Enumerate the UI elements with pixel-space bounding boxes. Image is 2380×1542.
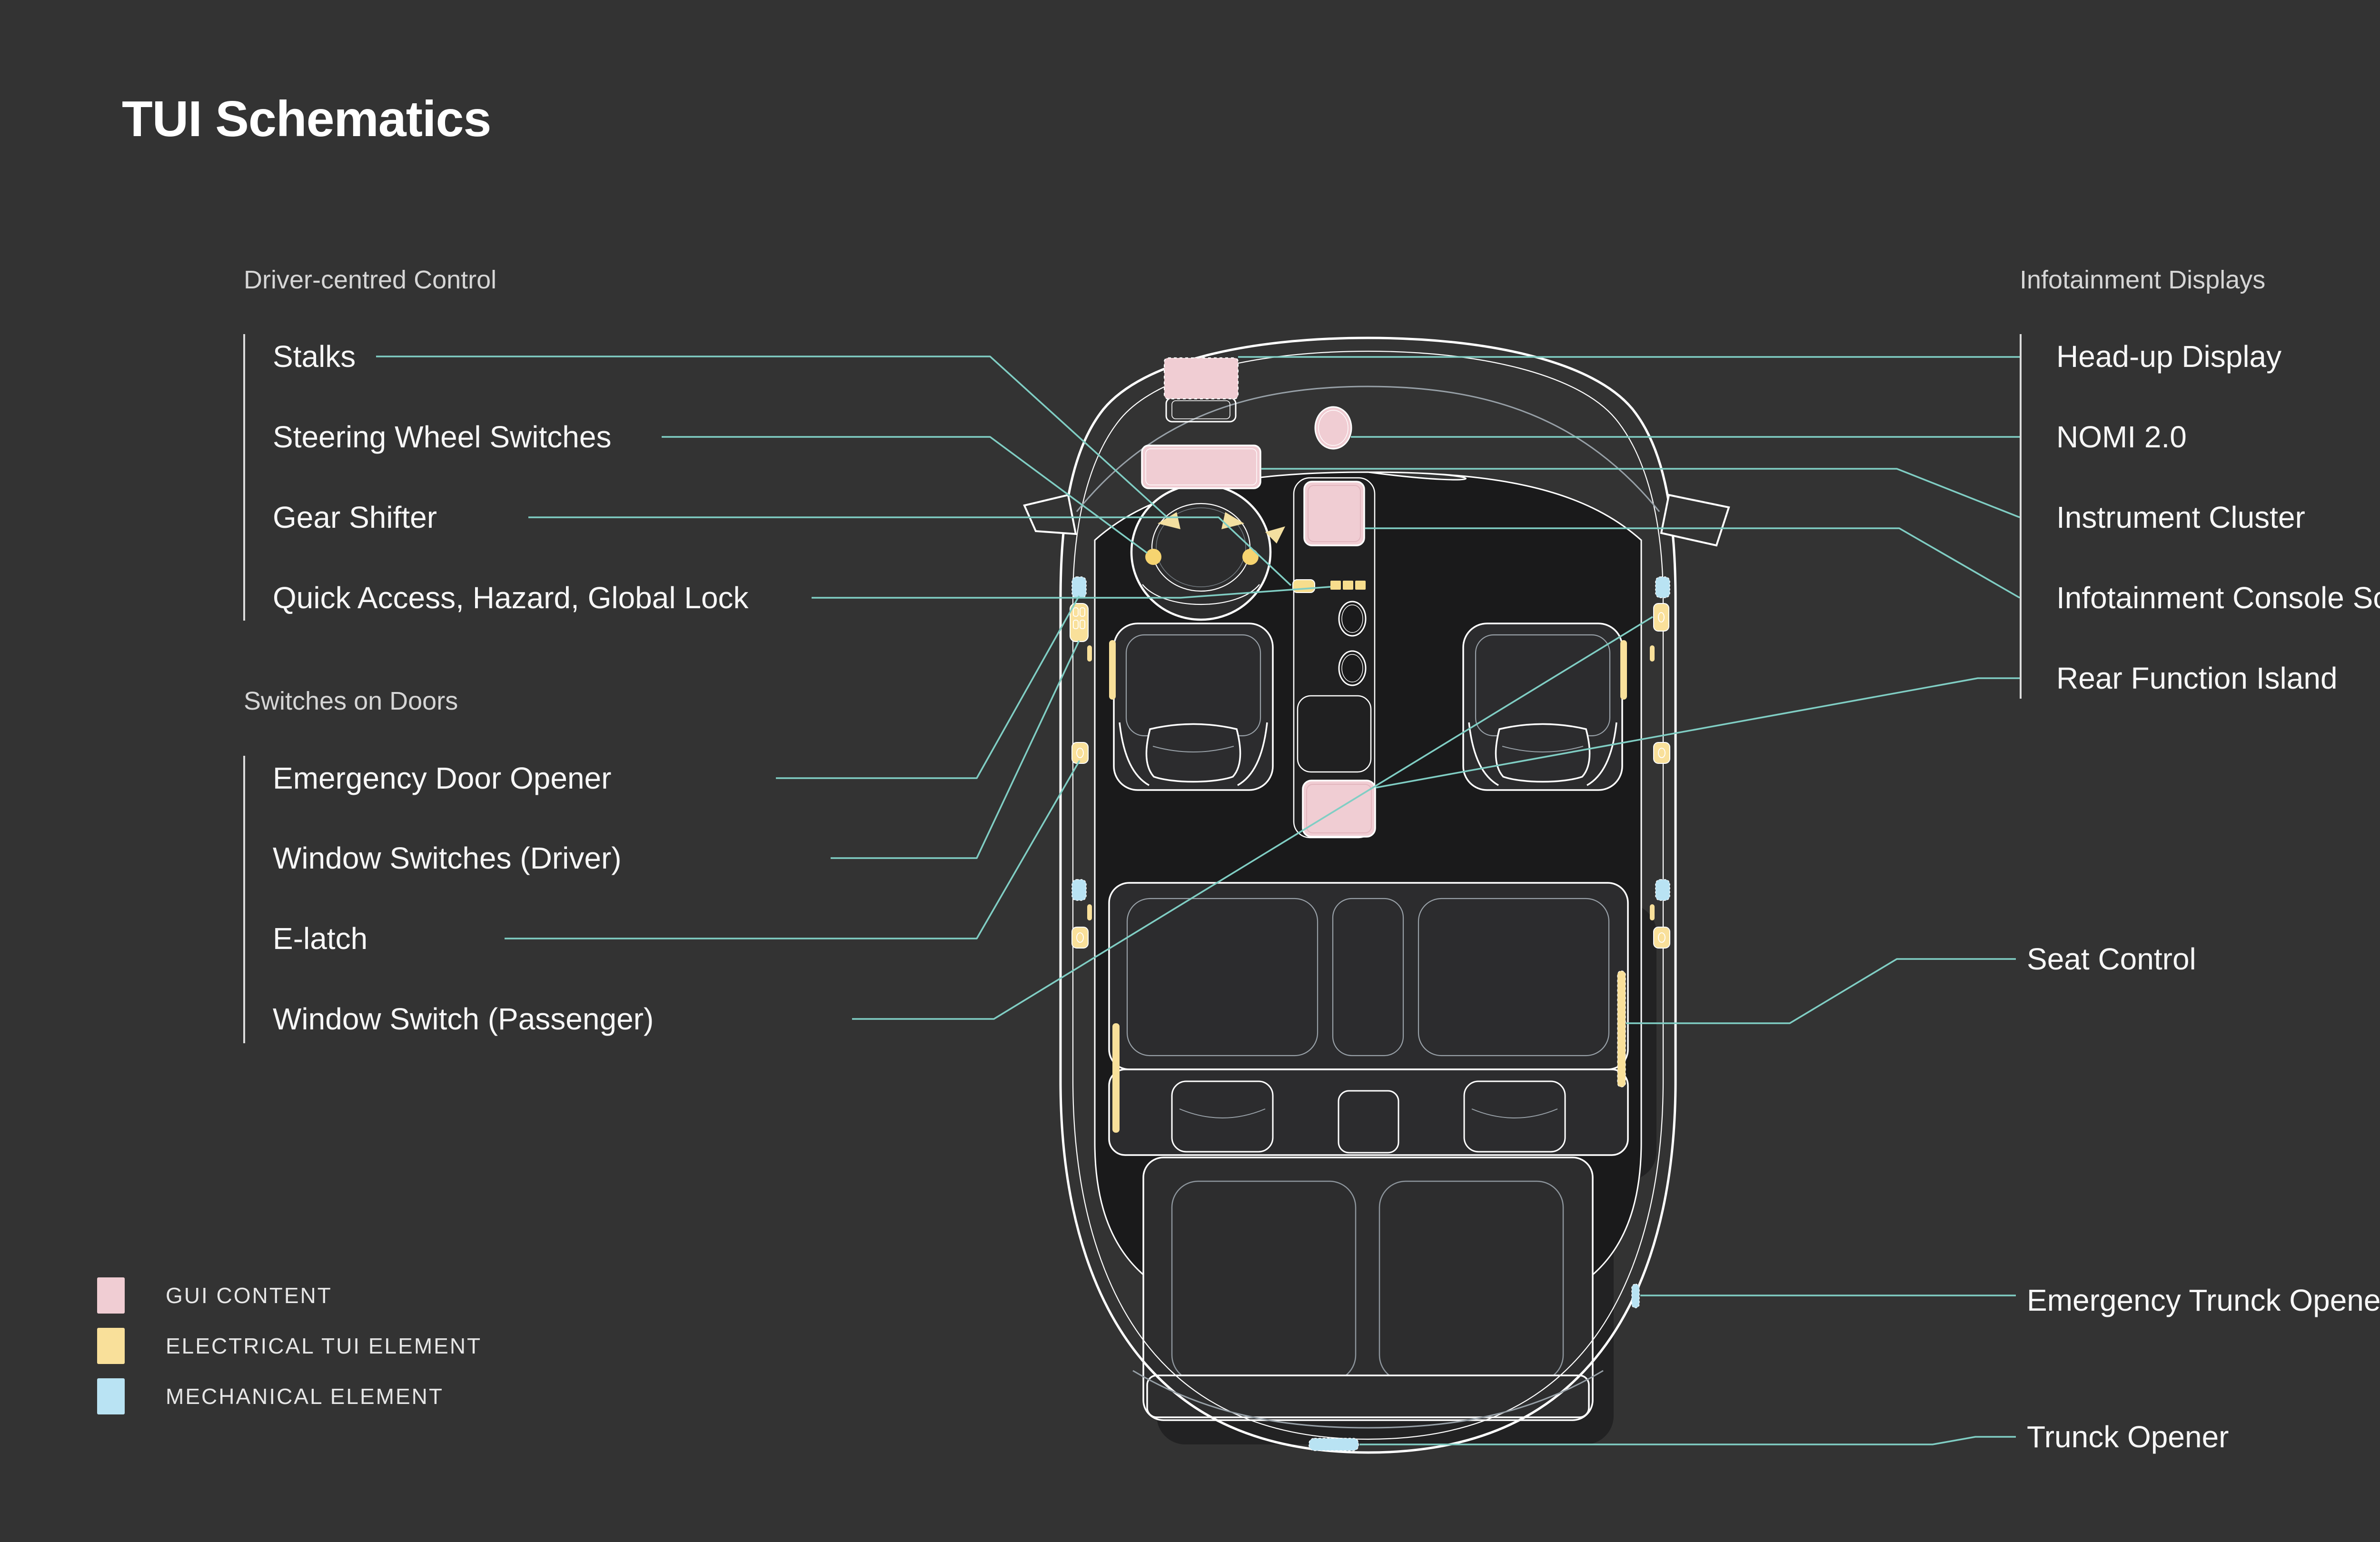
e-latch-handle-rear-left: [1071, 927, 1089, 949]
connector-lines: [376, 356, 2020, 1445]
door-switch-bar-front-right: [1650, 645, 1655, 662]
label-steering-wheel-switches: Steering Wheel Switches: [273, 420, 612, 454]
page-title: TUI Schematics: [122, 91, 491, 147]
connector-trunk-opener: [1359, 1436, 2016, 1445]
legend-swatch-mechanical: [97, 1378, 125, 1414]
group-bar-infotainment: [2020, 334, 2022, 699]
label-window-switches-driver: Window Switches (Driver): [273, 841, 622, 875]
window-switches-driver: [1070, 603, 1089, 642]
rear-bench-side-strip: [1112, 1023, 1120, 1133]
emergency-door-opener-rear-right: [1655, 879, 1670, 901]
side-mirror-right-icon: [1660, 494, 1730, 547]
label-quick-access: Quick Access, Hazard, Global Lock: [273, 581, 749, 615]
connector-seat-control: [1626, 958, 2016, 1024]
label-nomi: NOMI 2.0: [2056, 420, 2187, 454]
instrument-cluster: [1141, 445, 1261, 489]
legend-label-gui-content: GUI CONTENT: [166, 1283, 332, 1308]
head-up-display: [1163, 357, 1239, 423]
section-header-switches-on-doors: Switches on Doors: [244, 687, 458, 715]
door-elements-right: [1650, 576, 1670, 949]
car-body-outline: [1059, 336, 1677, 1454]
quick-access-buttons: [1330, 581, 1366, 590]
door-switch-bar-rear-left: [1087, 904, 1092, 920]
e-latch-handle-front-right: [1653, 742, 1670, 764]
door-switch-bar-front-left: [1087, 645, 1092, 662]
label-stalks: Stalks: [273, 339, 356, 374]
wheel-switch-dot-right: [1242, 549, 1259, 565]
label-seat-control: Seat Control: [2027, 942, 2196, 976]
wheel-switch-dot-left: [1145, 549, 1161, 565]
label-infotainment-console-screen: Infotainment Console Screen: [2056, 581, 2380, 615]
section-header-driver-centred-control: Driver-centred Control: [244, 266, 497, 294]
connector-instrument-cluster: [1261, 468, 2020, 518]
door-elements-left: [1070, 576, 1092, 949]
legend-swatch-gui-content: [97, 1277, 125, 1314]
section-header-infotainment-displays: Infotainment Displays: [2020, 266, 2266, 294]
label-e-latch: E-latch: [273, 921, 368, 956]
label-head-up-display: Head-up Display: [2056, 339, 2282, 374]
emergency-trunk-opener: [1631, 1284, 1640, 1308]
trunk-mat: [1142, 1156, 1594, 1421]
door-switch-bar-rear-right: [1650, 904, 1655, 920]
legend-swatch-electrical: [97, 1328, 125, 1364]
label-gear-shifter: Gear Shifter: [273, 500, 437, 534]
connector-emergency-door-opener: [776, 595, 1080, 779]
connector-window-switches-driver: [831, 640, 1080, 859]
connector-stalks: [376, 356, 1167, 517]
passenger-seat: [1462, 623, 1627, 791]
connector-steering-wheel-switches: [662, 436, 1148, 554]
label-rear-function-island: Rear Function Island: [2056, 661, 2338, 695]
nomi-orb: [1314, 406, 1352, 450]
car-body-inner-line: [1072, 350, 1664, 1440]
cup-holders: [1338, 601, 1367, 686]
emergency-door-opener-front-left: [1071, 576, 1087, 598]
driver-seat: [1109, 623, 1274, 791]
window-switch-passenger: [1653, 603, 1669, 632]
connector-e-latch: [505, 760, 1081, 939]
steering-wheel: [1130, 483, 1285, 621]
windshield-line: [1076, 386, 1660, 512]
group-bar-doors: [243, 756, 245, 1043]
label-window-switch-passenger: Window Switch (Passenger): [273, 1002, 654, 1036]
side-mirror-left-icon: [1023, 494, 1077, 535]
connector-gear-shifter: [528, 516, 1292, 586]
label-instrument-cluster: Instrument Cluster: [2056, 500, 2305, 534]
legend-label-electrical: ELECTRICAL TUI ELEMENT: [166, 1334, 482, 1358]
group-bar-driver: [243, 334, 245, 621]
connector-infotainment-console-screen: [1365, 527, 2020, 599]
legend-label-mechanical: MECHANICAL ELEMENT: [166, 1384, 444, 1409]
connector-rear-function-island: [1375, 677, 2020, 789]
rear-bench: [1108, 882, 1629, 1156]
e-latch-handle-rear-right: [1653, 927, 1670, 949]
e-latch-handle-front-left: [1071, 742, 1089, 764]
infotainment-console-screen: [1303, 481, 1365, 546]
gear-shifter: [1292, 579, 1315, 593]
driver-seat-side-switch: [1109, 640, 1116, 700]
seat-control-strip: [1617, 970, 1626, 1087]
stalk-wedge-outer: [1265, 526, 1285, 544]
connector-quick-access: [812, 586, 1331, 599]
label-trunk-opener: Trunck Opener: [2027, 1420, 2229, 1454]
rear-window-line: [1132, 1370, 1604, 1429]
emergency-door-opener-front-right: [1655, 576, 1670, 598]
passenger-seat-side-switch: [1620, 640, 1627, 700]
center-console: [1292, 477, 1376, 839]
emergency-door-opener-rear-left: [1071, 879, 1087, 901]
trunk-opener: [1309, 1438, 1359, 1451]
connector-window-switch-passenger: [852, 616, 1653, 1020]
stalk-wedge-left: [1158, 512, 1180, 529]
label-emergency-trunk-opener: Emergency Trunck Opener: [2027, 1283, 2380, 1317]
label-emergency-door-opener: Emergency Door Opener: [273, 761, 612, 795]
